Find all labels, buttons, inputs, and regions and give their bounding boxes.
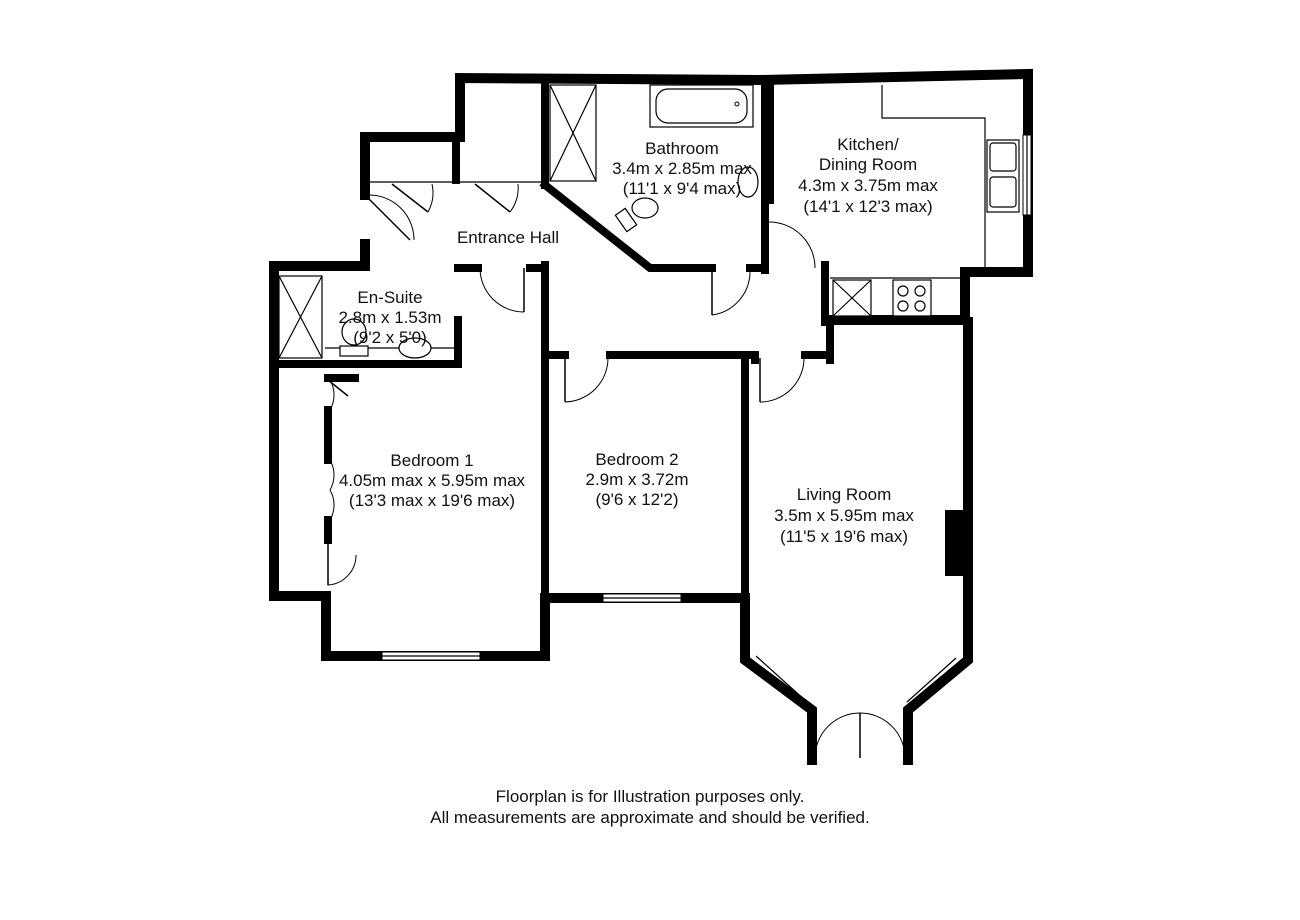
bedroom2-imperial: (9'6 x 12'2) — [595, 490, 678, 509]
windows — [381, 134, 1032, 709]
sink-icon — [986, 139, 1020, 213]
basin-icon — [737, 166, 759, 198]
entrance-hall-name: Entrance Hall — [457, 228, 559, 247]
bedroom1-imperial: (13'3 max x 19'6 max) — [349, 491, 515, 510]
bedroom1-name: Bedroom 1 — [390, 451, 473, 470]
living-bay-window-left — [750, 661, 803, 709]
room-labels: Bathroom 3.4m x 2.85m max (11'1 x 9'4 ma… — [339, 135, 939, 546]
kitchen-metric: 4.3m x 3.75m max — [798, 176, 938, 195]
living-bay-window-right — [911, 663, 962, 709]
toilet-icon — [614, 197, 659, 233]
ensuite-toilet-icon — [339, 318, 369, 357]
ensuite-basin-icon — [398, 337, 432, 359]
kitchen-imperial: (14'1 x 12'3 max) — [803, 197, 932, 216]
hob-icon — [892, 279, 932, 317]
bath-icon — [649, 84, 754, 128]
bedroom2-metric: 2.9m x 3.72m — [586, 470, 689, 489]
bedroom1-metric: 4.05m max x 5.95m max — [339, 471, 526, 490]
appliance-icon — [832, 279, 872, 317]
bathroom-metric: 3.4m x 2.85m max — [612, 159, 752, 178]
living-imperial: (11'5 x 19'6 max) — [780, 527, 908, 546]
disclaimer-line-1: Floorplan is for Illustration purposes o… — [495, 787, 805, 806]
fixtures — [278, 84, 1020, 359]
kitchen-worktop — [881, 85, 986, 268]
living-metric: 3.5m x 5.95m max — [774, 506, 914, 525]
shower-tray-icon — [549, 84, 597, 182]
living-name: Living Room — [797, 485, 892, 504]
kitchen-name: Kitchen/ — [837, 135, 899, 154]
doors — [327, 183, 906, 759]
ensuite-name: En-Suite — [357, 288, 422, 307]
internal-walls — [272, 78, 963, 602]
bathroom-imperial: (11'1 x 9'4 max) — [623, 179, 742, 198]
bedroom2-name: Bedroom 2 — [595, 450, 678, 469]
disclaimer-line-2: All measurements are approximate and sho… — [430, 808, 870, 827]
bathroom-name: Bathroom — [645, 139, 719, 158]
kitchen-name-2: Dining Room — [819, 155, 917, 174]
ensuite-metric: 2.8m x 1.53m — [339, 308, 442, 327]
ensuite-imperial: (9'2 x 5'0) — [353, 328, 427, 347]
disclaimer: Floorplan is for Illustration purposes o… — [0, 786, 1300, 828]
ensuite-shower-icon — [278, 275, 323, 359]
